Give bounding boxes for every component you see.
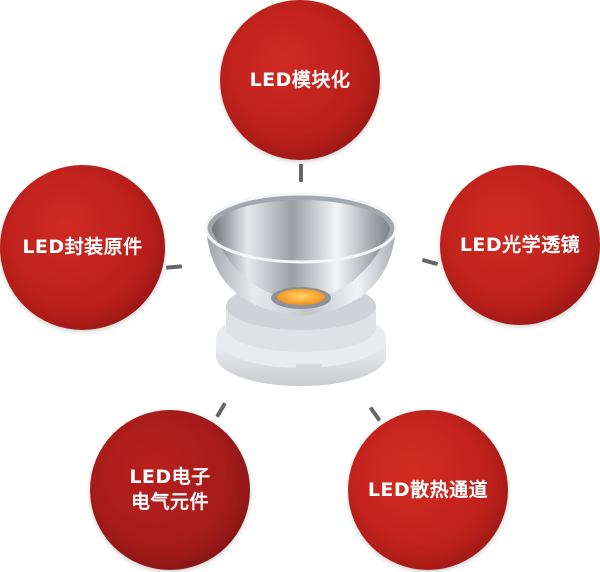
connector-top [299, 164, 303, 182]
node-label: LED电子 电气元件 [129, 466, 211, 513]
node-led-package-components: LED封装原件 [0, 165, 165, 330]
connector-bottom-right [368, 406, 382, 422]
connector-right [421, 257, 439, 267]
node-label: LED封装原件 [22, 236, 143, 258]
node-label: LED模块化 [249, 68, 351, 91]
node-led-heat-dissipation: LED散热通道 [348, 410, 508, 570]
node-led-optical-lens: LED光学透镜 [440, 165, 600, 325]
connector-left [165, 264, 183, 270]
led-reflector-lens-icon [204, 192, 398, 386]
node-label: LED光学透镜 [459, 233, 581, 256]
node-label: LED散热通道 [367, 478, 489, 501]
node-led-electronic-components: LED电子 电气元件 [90, 410, 250, 570]
connector-bottom-left [215, 402, 227, 418]
node-led-module: LED模块化 [220, 0, 380, 160]
